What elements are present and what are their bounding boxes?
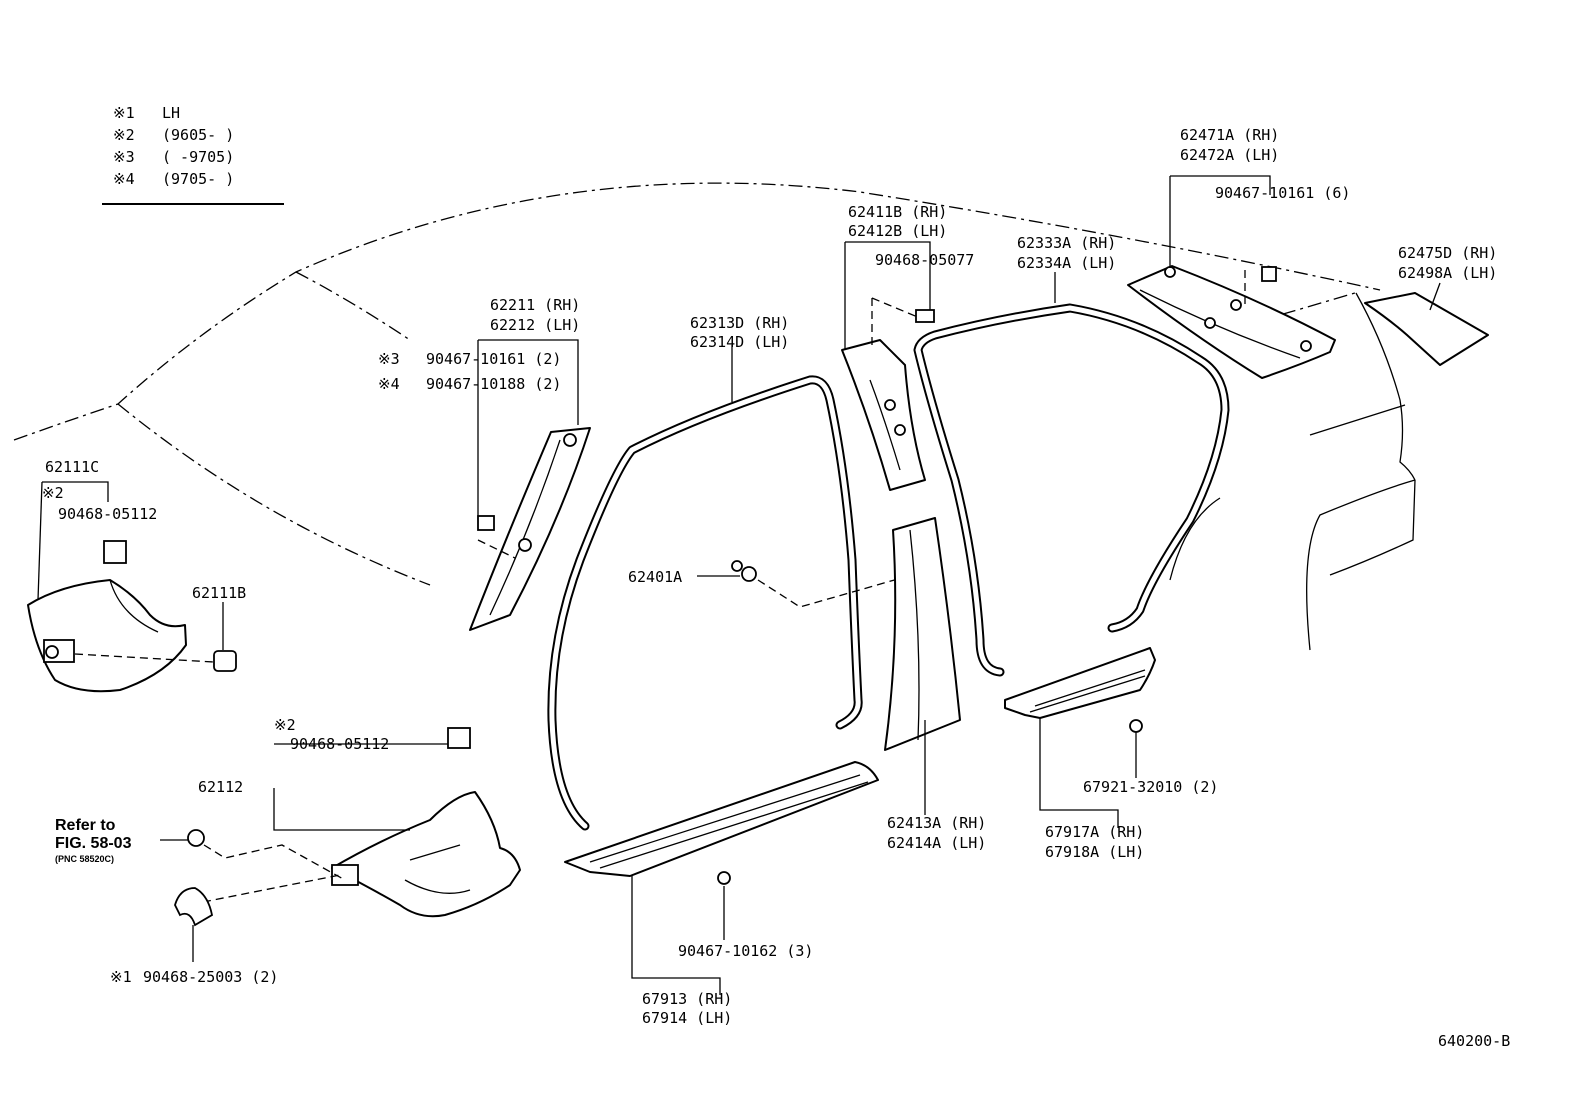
pillar-garnish-62211 bbox=[469, 339, 591, 631]
callout-labels: 62471A (RH) 62472A (LH) 90467-10161 (6) … bbox=[42, 126, 1510, 1050]
label-67913: 67913 (RH) bbox=[642, 990, 732, 1008]
label-refer-fig: FIG. 58-03 bbox=[55, 835, 132, 852]
label-62313D: 62313D (RH) bbox=[690, 314, 789, 332]
label-62314D: 62314D (LH) bbox=[690, 333, 789, 351]
label-62414A: 62414A (LH) bbox=[887, 834, 986, 852]
label-90467-10161-2: 90467-10161 (2) bbox=[426, 350, 561, 368]
label-62211: 62211 (RH) bbox=[490, 296, 580, 314]
label-67914: 67914 (LH) bbox=[642, 1009, 732, 1027]
label-90468-05112a: 90468-05112 bbox=[58, 505, 157, 523]
label-62413A: 62413A (RH) bbox=[887, 814, 986, 832]
label-62111C: 62111C bbox=[45, 458, 99, 476]
legend-mark-4: ※4 bbox=[113, 170, 135, 188]
label-62411B: 62411B (RH) bbox=[848, 203, 947, 221]
legend: ※1 LH ※2 (9605- ) ※3 ( -9705) ※4 (9705- … bbox=[102, 104, 284, 205]
front-scuff-plate-67913 bbox=[564, 761, 879, 995]
tray-trim-62475D bbox=[1364, 282, 1489, 366]
label-62111B: 62111B bbox=[192, 584, 246, 602]
roof-side-garnish-62471A bbox=[1127, 175, 1336, 379]
label-90467-10188-2: 90467-10188 (2) bbox=[426, 375, 561, 393]
label-62471A: 62471A (RH) bbox=[1180, 126, 1279, 144]
label-62401A: 62401A bbox=[628, 568, 682, 586]
label-refer-pnc: (PNC 58520C) bbox=[55, 854, 114, 864]
label-90468-05077: 90468-05077 bbox=[875, 251, 974, 269]
legend-text-3: ( -9705) bbox=[162, 148, 234, 166]
car-body-outline bbox=[13, 182, 1416, 651]
label-62212: 62212 (LH) bbox=[490, 316, 580, 334]
figure-id: 640200-B bbox=[1438, 1032, 1510, 1050]
label-mark-1: ※1 bbox=[110, 968, 132, 986]
label-90468-05112b: 90468-05112 bbox=[290, 735, 389, 753]
label-mark-4: ※4 bbox=[378, 375, 400, 393]
label-62334A: 62334A (LH) bbox=[1017, 254, 1116, 272]
legend-text-1: LH bbox=[162, 104, 180, 122]
rear-door-weatherstrip bbox=[913, 272, 1230, 677]
center-pillar-upper-62411B bbox=[841, 241, 935, 491]
label-62472A: 62472A (LH) bbox=[1180, 146, 1279, 164]
label-90468-25003: 90468-25003 (2) bbox=[143, 968, 278, 986]
legend-text-2: (9605- ) bbox=[162, 126, 234, 144]
label-refer-to: Refer to bbox=[55, 817, 116, 834]
label-62333A: 62333A (RH) bbox=[1017, 234, 1116, 252]
label-67918A: 67918A (LH) bbox=[1045, 843, 1144, 861]
label-90467-10162: 90467-10162 (3) bbox=[678, 942, 813, 960]
label-62475D: 62475D (RH) bbox=[1398, 244, 1497, 262]
label-90467-10161-6: 90467-10161 (6) bbox=[1215, 184, 1350, 202]
label-67921: 67921-32010 (2) bbox=[1083, 778, 1218, 796]
kick-panel-62111C bbox=[27, 481, 237, 693]
label-62112: 62112 bbox=[198, 778, 243, 796]
front-door-weatherstrip bbox=[547, 345, 863, 831]
legend-mark-2: ※2 bbox=[113, 126, 135, 144]
label-mark-2b: ※2 bbox=[274, 716, 296, 734]
legend-mark-1: ※1 bbox=[113, 104, 135, 122]
label-mark-3: ※3 bbox=[378, 350, 400, 368]
label-67917A: 67917A (RH) bbox=[1045, 823, 1144, 841]
legend-text-4: (9705- ) bbox=[162, 170, 234, 188]
legend-mark-3: ※3 bbox=[113, 148, 135, 166]
label-62412B: 62412B (LH) bbox=[848, 222, 947, 240]
label-mark-2a: ※2 bbox=[42, 484, 64, 502]
rear-scuff-plate-67917A bbox=[1004, 647, 1156, 828]
center-pillar-lower-62413A bbox=[884, 517, 961, 815]
clip-62401A bbox=[697, 560, 941, 608]
kick-panel-62112 bbox=[160, 727, 521, 962]
label-62498A: 62498A (LH) bbox=[1398, 264, 1497, 282]
